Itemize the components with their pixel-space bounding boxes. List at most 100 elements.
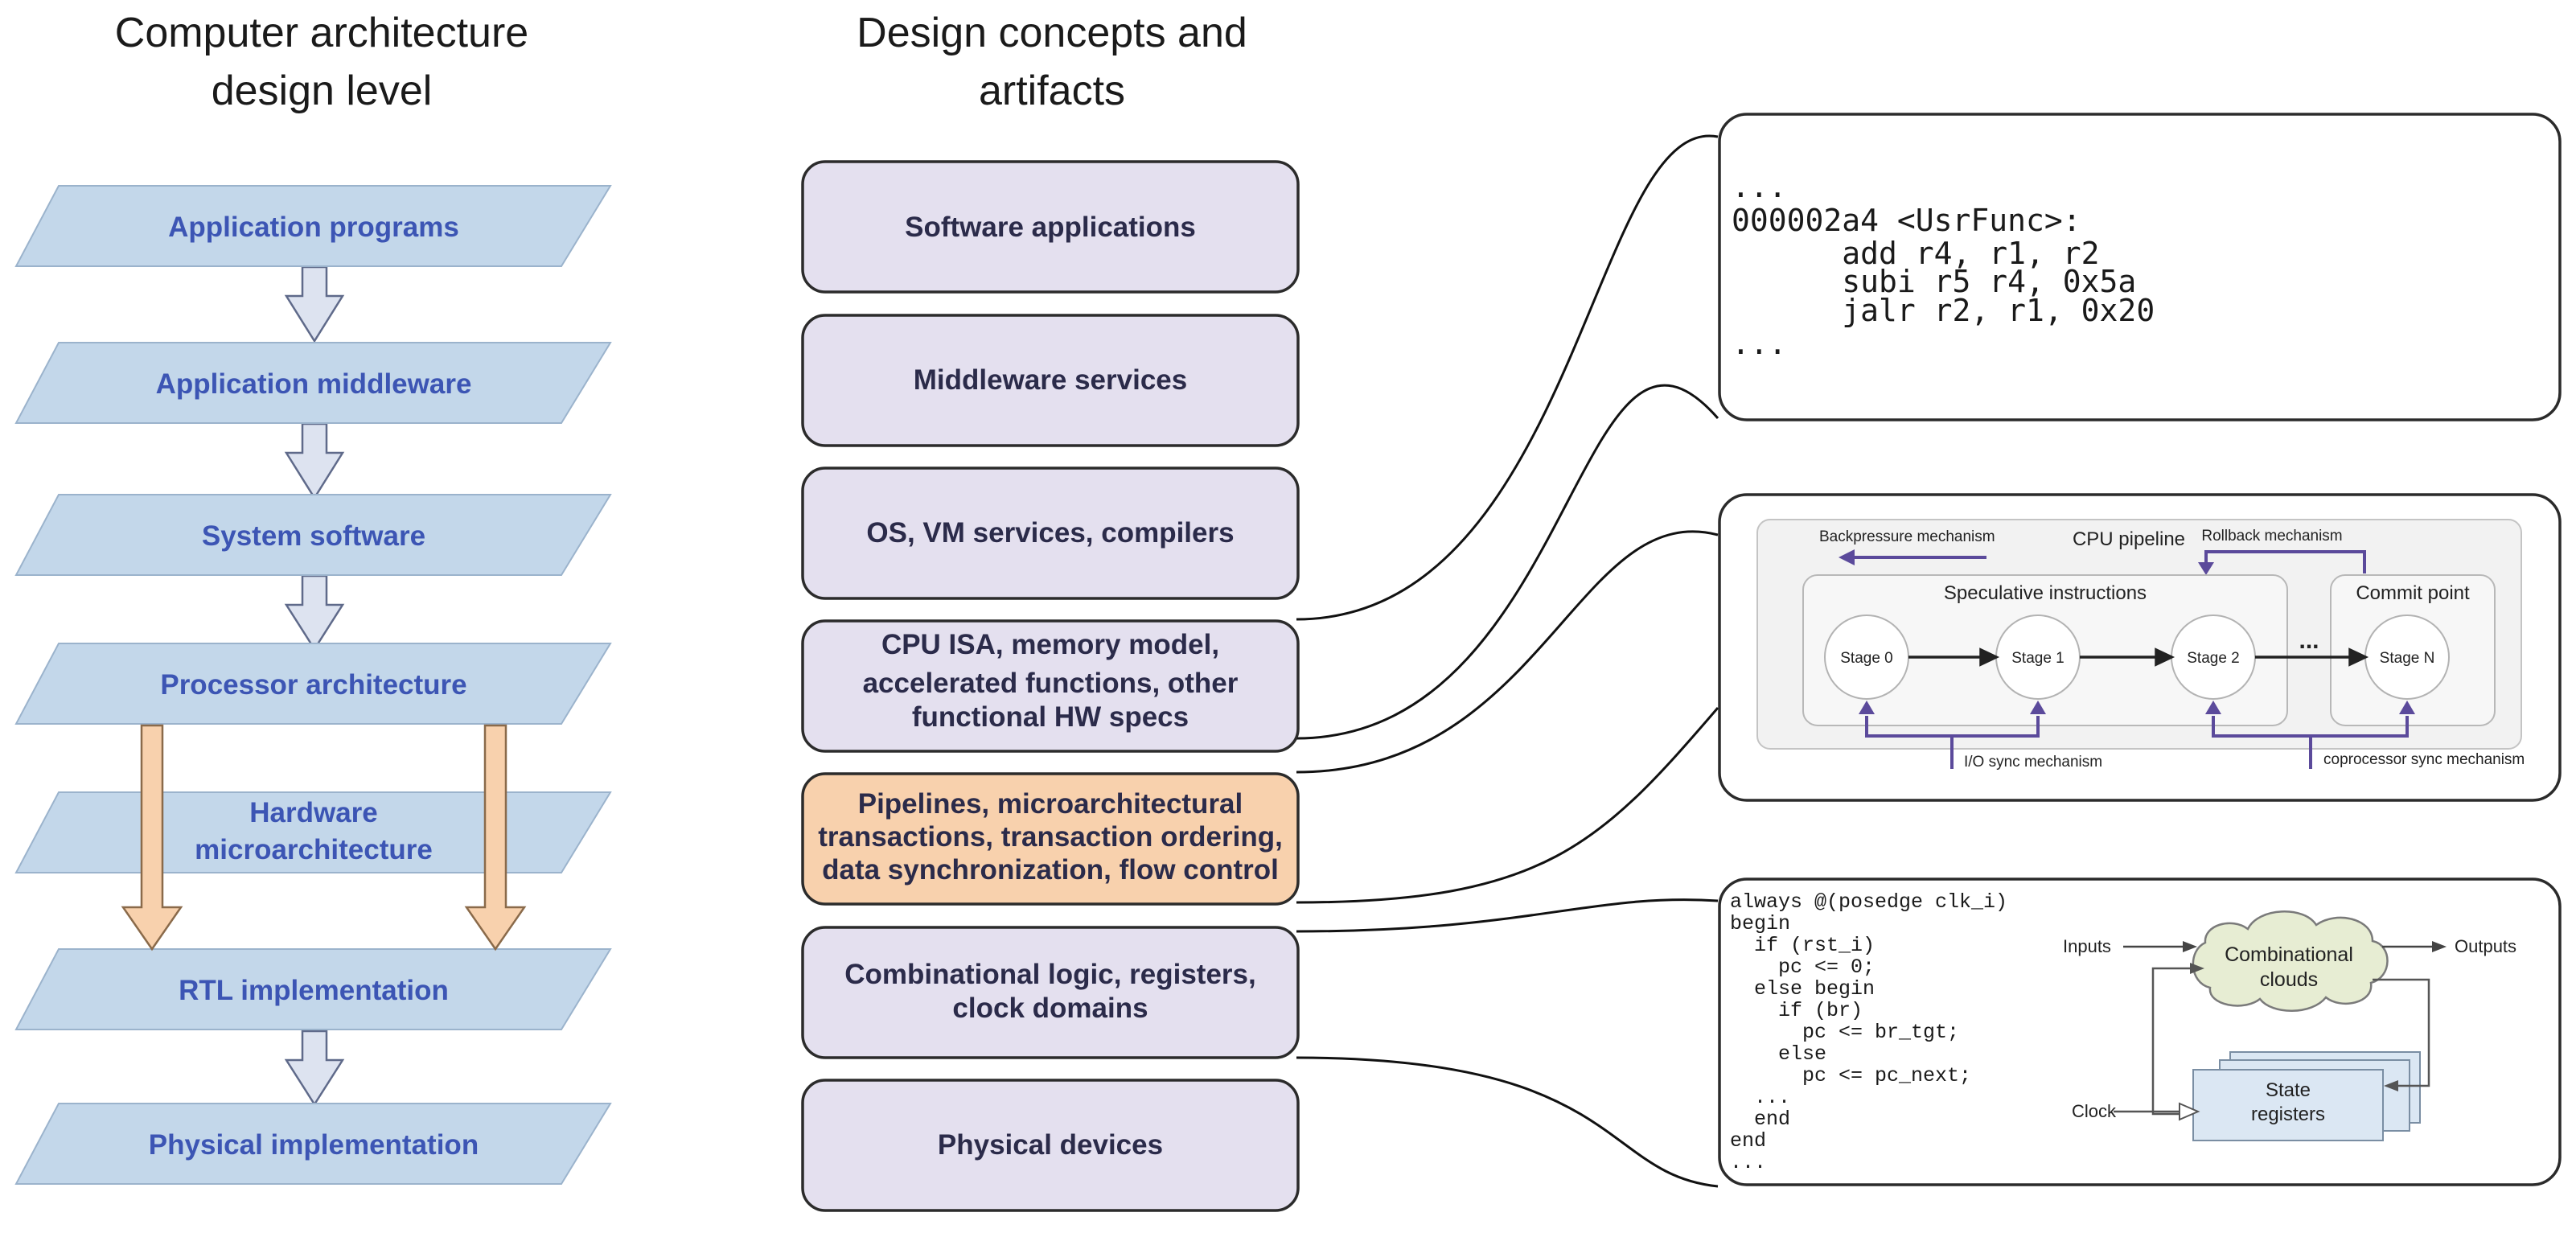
concepts-heading-line1: Design concepts and — [857, 10, 1247, 56]
clouds-label-line1: Combinational — [2225, 943, 2353, 966]
level-shape — [14, 494, 612, 576]
isa-code-line: jalr r2, r1, 0x20 — [1732, 293, 2155, 328]
rollback-label: Rollback mechanism — [2201, 528, 2342, 545]
isa-code-artifact: ... 000002a4 <UsrFunc>: add r4, r1, r2 s… — [1718, 113, 2562, 421]
arrow-right-icon — [2348, 647, 2369, 667]
backpressure-label: Backpressure mechanism — [1819, 528, 1995, 545]
cloud-to-register-path — [2373, 978, 2430, 1087]
rtl-code-line: ... — [1730, 1086, 1790, 1109]
state-registers-box — [2192, 1069, 2384, 1141]
rtl-code-line: if (rst_i) — [1730, 934, 1875, 957]
stage-label: Stage 2 — [2187, 650, 2240, 667]
concept-cpu-isa-line1: CPU ISA, memory model, — [881, 629, 1219, 660]
arrow-up-icon — [2205, 701, 2221, 714]
pipeline-artifact: CPU pipeline Backpressure mechanism Roll… — [1718, 493, 2562, 802]
rtl-code-line: pc <= br_tgt; — [1730, 1021, 1959, 1044]
skip-arrows — [121, 724, 527, 951]
outputs-label: Outputs — [2455, 936, 2516, 956]
down-arrow-icon — [284, 574, 345, 651]
level-rtl-implementation: RTL implementation — [179, 975, 449, 1006]
concept-software-applications: Software applications — [905, 212, 1196, 243]
isa-code-line: ... — [1732, 169, 1787, 204]
stage-arrows — [1908, 647, 2369, 667]
stage-label: Stage 1 — [2011, 650, 2064, 667]
level-shape — [14, 342, 612, 424]
concept-cpu-isa-line2: accelerated functions, other — [863, 668, 1239, 699]
connector-line — [1296, 707, 1719, 904]
concept-pipelines-line3: data synchronization, flow control — [822, 854, 1279, 886]
concept-box — [801, 926, 1300, 1059]
rtl-code-line: pc <= 0; — [1730, 956, 1875, 979]
down-arrow-icon — [284, 422, 345, 500]
connector-line — [1296, 1056, 1719, 1188]
level-shape — [14, 791, 612, 873]
arrow-up-icon — [2030, 701, 2046, 714]
arrow-right-icon — [1979, 647, 2000, 667]
stage-label: Stage N — [2380, 650, 2435, 667]
io-sync-label: I/O sync mechanism — [1964, 754, 2102, 771]
concept-box — [801, 619, 1300, 753]
level-shape — [14, 1103, 612, 1185]
stage-ellipsis: ... — [2299, 627, 2319, 654]
rtl-code-line: end — [1730, 1129, 1766, 1153]
register-to-cloud-path — [2151, 967, 2193, 1116]
level-system-software: System software — [202, 520, 425, 552]
isa-code-box — [1718, 113, 2562, 421]
level-shape — [14, 643, 612, 725]
design-levels: Application programs Application middlew… — [14, 185, 612, 1185]
concept-pipelines-line2: transactions, transaction ordering, — [818, 821, 1283, 853]
speculative-label: Speculative instructions — [1944, 582, 2147, 604]
arrow-right-icon — [2183, 941, 2197, 952]
concept-combinational-line2: clock domains — [952, 993, 1148, 1024]
arrow-left-icon — [1839, 549, 1855, 565]
concept-box — [801, 314, 1300, 447]
rtl-code-line: else — [1730, 1042, 1826, 1066]
arrow-right-icon — [2190, 963, 2204, 974]
pipeline-title: CPU pipeline — [2073, 528, 2185, 550]
concepts: Software applications Middleware service… — [801, 160, 1300, 1212]
rtl-artifact: always @(posedge clk_i) begin if (rst_i)… — [1718, 877, 2562, 1186]
concept-cpu-isa-line3: functional HW specs — [912, 701, 1189, 733]
registers-label-line1: State — [2266, 1079, 2311, 1101]
arrow-right-icon — [2155, 647, 2175, 667]
rtl-code-line: if (br) — [1730, 999, 1863, 1022]
inputs-label: Inputs — [2063, 936, 2111, 956]
concept-box — [801, 1079, 1300, 1212]
connector-line — [1296, 530, 1719, 774]
rtl-code-line: always @(posedge clk_i) — [1730, 890, 2007, 914]
clock-label: Clock — [2072, 1101, 2117, 1121]
clouds-label-line2: clouds — [2260, 968, 2318, 991]
registers-label-line2: registers — [2251, 1104, 2325, 1125]
rtl-code-line: else begin — [1730, 977, 1875, 1001]
arrow-up-icon — [2399, 701, 2415, 714]
connector-line — [1296, 134, 1719, 621]
level-shape — [14, 948, 612, 1030]
rtl-code-line: begin — [1730, 912, 1790, 935]
isa-code-line: ... — [1732, 326, 1787, 361]
stage-label: Stage 0 — [1840, 650, 1893, 667]
level-physical-implementation: Physical implementation — [149, 1129, 479, 1161]
coproc-sync-label: coprocessor sync mechanism — [2323, 751, 2525, 768]
level-hardware-microarchitecture-line2: microarchitecture — [195, 834, 433, 865]
rtl-code-line: ... — [1730, 1151, 1766, 1174]
rollback-arrow — [2204, 550, 2366, 573]
long-down-arrow-icon — [464, 724, 527, 951]
levels-heading-line2: design level — [212, 68, 433, 114]
down-arrows — [284, 265, 345, 1107]
clock-input-icon — [2179, 1102, 2200, 1121]
long-down-arrow-icon — [121, 724, 183, 951]
levels-heading-line1: Computer architecture — [115, 10, 528, 56]
level-hardware-microarchitecture-line1: Hardware — [249, 797, 378, 828]
arrow-left-icon — [2384, 1080, 2398, 1091]
level-application-programs: Application programs — [168, 212, 459, 243]
concept-os-vm-compilers: OS, VM services, compilers — [866, 517, 1234, 549]
level-shape — [14, 185, 612, 267]
arrow-down-icon — [2198, 562, 2214, 575]
concepts-heading-line2: artifacts — [979, 68, 1125, 114]
isa-code-line: 000002a4 <UsrFunc>: — [1732, 203, 2081, 238]
commit-label: Commit point — [2356, 582, 2470, 604]
arrow-right-icon — [2432, 941, 2447, 952]
concept-box — [801, 160, 1300, 294]
connector-curves — [1296, 134, 1719, 1188]
